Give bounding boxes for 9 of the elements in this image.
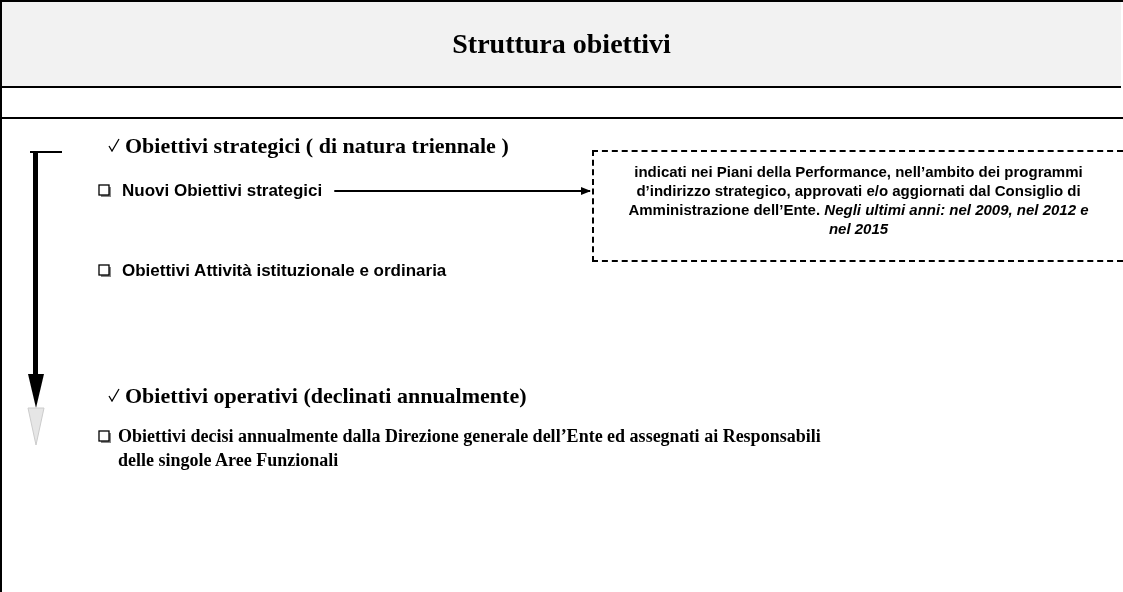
bullet-text: Obiettivi operativi (declinati annualmente) (125, 383, 528, 409)
bullet-text: Obiettivi Attività istituzionale e ordinaria (122, 260, 448, 282)
dashed-note-box (592, 150, 1123, 262)
bullet-text: Obiettivi decisi annualmente dalla Direzione generale dell’Ente ed assegnati ai Responsabili delle singole Aree Funzionali (118, 425, 822, 472)
bullet-text: Nuovi Obiettivi strategici (122, 180, 323, 202)
title: Struttura obiettivi (451, 28, 672, 60)
bullet-text: Obiettivi strategici ( di natura triennale ) (125, 133, 510, 159)
arrow (333, 187, 591, 195)
note-text: indicati nei Piani della Performance, nell’ambito dei programmi d’indirizzo strategico, approvati e/o aggiornati dal Consiglio di Amministrazione dell’Ente. Negli ultimi anni: nel 2009, nel 2012 e nel 2015 (627, 162, 1090, 238)
